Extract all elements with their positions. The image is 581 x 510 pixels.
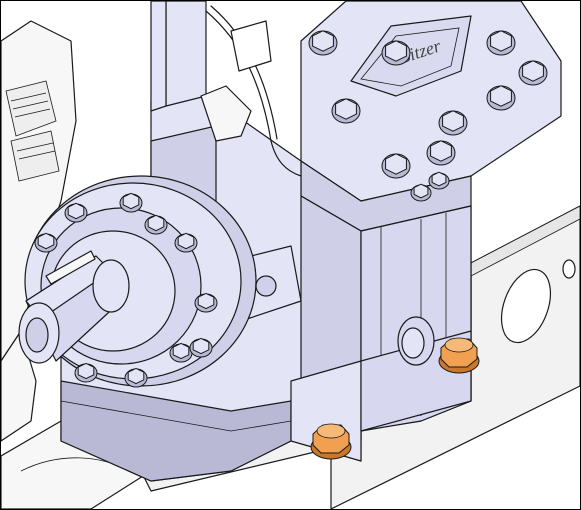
logo-plate xyxy=(350,15,472,97)
flange-bolt xyxy=(169,342,193,363)
flange-bolt xyxy=(119,192,143,213)
flange-bolt xyxy=(74,362,98,383)
flange-bolt xyxy=(64,202,88,223)
mounting-bolt-front xyxy=(310,423,352,460)
head-bolt xyxy=(428,171,450,190)
sensor-pipe xyxy=(150,1,302,177)
head-bolts xyxy=(308,30,548,202)
rail-hole-large xyxy=(500,268,552,344)
head-bolt xyxy=(381,40,411,66)
head-bolt xyxy=(486,30,516,56)
flange-bolt xyxy=(194,292,218,313)
mounting-bolt-rear xyxy=(438,337,480,374)
head-bolt xyxy=(381,153,411,179)
flange-bolts xyxy=(34,192,218,388)
flange-bolt xyxy=(124,367,148,388)
oil-plug xyxy=(397,316,435,366)
rail-hole-small xyxy=(562,259,576,279)
head-bolt xyxy=(426,140,456,166)
sensor-connector xyxy=(200,85,252,142)
head-bolt xyxy=(486,85,516,111)
shaft-key xyxy=(45,250,96,285)
head-bolt xyxy=(308,30,338,56)
flange-bolt xyxy=(189,337,213,358)
head-bolt xyxy=(518,60,548,86)
head-bolt xyxy=(410,183,432,202)
flange-bolt xyxy=(34,232,58,253)
drive-shaft xyxy=(18,250,130,364)
flange-bolt xyxy=(174,232,198,253)
head-bolt xyxy=(438,110,468,136)
head-bolt xyxy=(331,98,361,124)
flange-bolt xyxy=(144,214,168,235)
